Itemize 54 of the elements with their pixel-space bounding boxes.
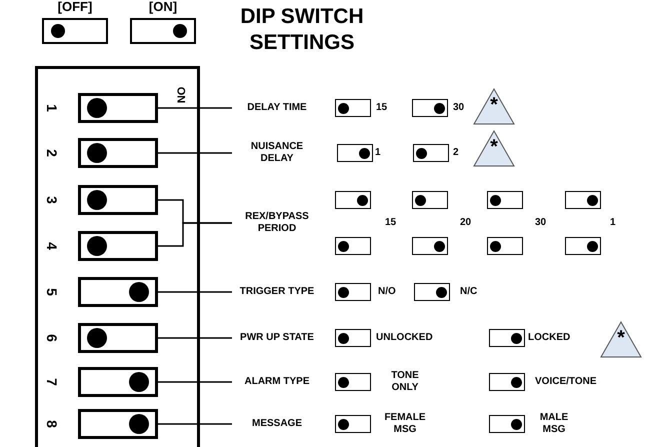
connector-line [158,107,232,109]
option-label: TONE ONLY [390,370,420,394]
option-label: 1 [610,217,616,229]
connector-line [158,337,232,339]
dip-switch [78,323,158,353]
option-label: 30 [453,102,464,114]
option-label: 2 [453,147,459,159]
function-label: ALARM TYPE [235,376,319,388]
on-label: ON [174,86,186,104]
connector-line [158,152,232,154]
note-triangle: * [473,130,515,167]
switch-state-label: [ON] [148,0,178,14]
option-label: 30 [535,217,546,229]
option-label: 20 [460,217,472,229]
connector-line [158,423,232,425]
option-label: VOICE/TONE [535,376,596,388]
connector-line [158,222,232,247]
switch-state-label: [OFF] [56,0,94,14]
function-label: NUISANCE DELAY [235,141,319,165]
option-label: N/C [460,286,478,298]
option-label: FEMALE MSG [383,412,427,436]
option-label: 15 [376,102,388,114]
connector-line [158,291,232,293]
dip-switch [78,185,158,215]
option-label: 1 [375,147,381,159]
note-triangle: * [600,321,642,358]
option-label: 15 [385,217,396,229]
function-label: MESSAGE [235,418,319,430]
dip-switch [78,93,158,123]
switch-number: 7 [44,377,60,388]
option-label: N/O [378,286,396,298]
diagram-title: DIP SWITCH SETTINGS [239,4,365,56]
function-label: PWR UP STATE [235,332,319,344]
dip-switch [78,367,158,397]
option-label: UNLOCKED [376,332,433,344]
connector-line [158,381,232,383]
switch-number: 8 [44,419,60,430]
dip-switch-body [35,66,200,447]
switch-number: 6 [44,333,60,344]
dip-switch [78,231,158,261]
function-label: DELAY TIME [235,102,319,114]
option-label: LOCKED [528,332,570,344]
switch-number: 1 [44,103,60,114]
switch-number: 3 [44,195,60,206]
switch-number: 2 [44,148,60,159]
dip-switch [78,138,158,168]
switch-number: 5 [44,287,60,298]
dip-switch [78,277,158,307]
function-label: TRIGGER TYPE [235,286,319,298]
option-label: MALE MSG [538,412,570,436]
note-triangle: * [473,88,515,125]
function-label: REX/BYPASS PERIOD [235,211,319,235]
dip-switch [78,409,158,439]
switch-number: 4 [44,241,60,252]
